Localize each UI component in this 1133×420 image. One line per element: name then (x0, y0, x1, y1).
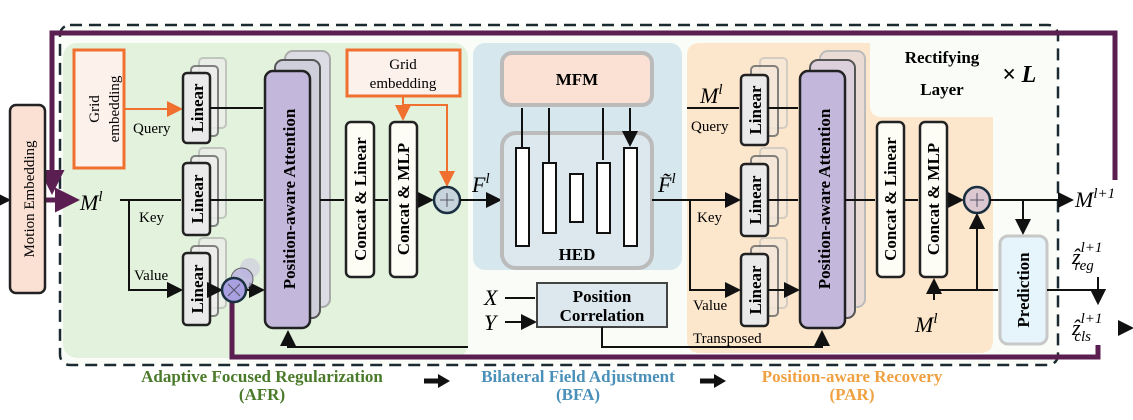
concat-linear-label: Concat & Linear (351, 137, 370, 261)
motion-embedding-box (8, 103, 47, 295)
par-query-label: Query (691, 119, 729, 135)
f-out-label: F̃l (657, 171, 676, 197)
afr-attention-label: Position-aware Attention (280, 108, 299, 289)
afr-caption: Adaptive Focused Regularization (141, 367, 383, 386)
grid-embedding-2-line1: Grid (389, 57, 417, 73)
linear-label: Linear (746, 175, 765, 225)
motion-embedding-label: Motion Embedding (22, 140, 38, 258)
afr-concat-linear-box (344, 120, 376, 279)
f-in-label: Fl (471, 171, 490, 197)
query-label: Query (133, 121, 171, 137)
prediction-label: Prediction (1014, 252, 1033, 328)
concat-mlp-label: Concat & MLP (394, 143, 413, 255)
bfa-caption: Bilateral Field Adjustment (481, 367, 675, 386)
par-key-label: Key (697, 210, 722, 226)
position-correlation-box (536, 282, 668, 328)
x-label: X (483, 285, 499, 310)
loop-top (39, 30, 1118, 195)
position-correlation-line2: Correlation (560, 306, 645, 325)
hed-label: HED (559, 245, 596, 264)
grid-embedding-2-line2: embedding (370, 76, 437, 92)
position-correlation-line1: Position (573, 287, 632, 306)
par-abbrev: (PAR) (830, 385, 875, 404)
par-value-label: Value (693, 298, 727, 314)
value-label: Value (134, 268, 168, 284)
par-concat-linear-box (875, 120, 906, 279)
concat-linear-label: Concat & Linear (881, 137, 900, 261)
flow-arrow-icon (424, 374, 450, 388)
par-concat-mlp-box (918, 120, 949, 279)
par-caption: Position-aware Recovery (762, 367, 943, 386)
par-attention-label: Position-aware Attention (815, 108, 834, 289)
linear-label: Linear (188, 264, 207, 314)
par-m-input-label: Ml (699, 82, 723, 108)
layer-label: Layer (920, 80, 964, 99)
key-label: Key (139, 210, 164, 226)
rectifying-label: Rectifying (905, 48, 980, 67)
afr-linear-stack (181, 57, 227, 327)
linear-label: Linear (746, 85, 765, 135)
grid-embedding-box (72, 48, 126, 170)
afr-input-label: Ml (79, 189, 103, 215)
afr-attention-box (263, 69, 312, 330)
par-m-skip-label: Ml (914, 311, 938, 337)
mfm-box (500, 51, 654, 107)
afr-concat-mlp-box (388, 120, 419, 279)
linear-label: Linear (188, 174, 207, 224)
concat-mlp-label: Concat & MLP (924, 143, 943, 255)
transposed-label: Transposed (693, 331, 762, 347)
linear-label: Linear (746, 265, 765, 315)
afr-abbrev: (AFR) (239, 385, 285, 404)
m-next-output: Ml+1 (1074, 186, 1115, 212)
bfa-abbrev: (BFA) (556, 385, 600, 404)
linear-label: Linear (188, 83, 207, 133)
mfm-label: MFM (556, 70, 598, 89)
loop-bottom (229, 290, 1101, 360)
times-l-label: × L (1002, 62, 1036, 88)
flow-arrow-icon (700, 374, 726, 388)
y-label: Y (484, 310, 499, 335)
